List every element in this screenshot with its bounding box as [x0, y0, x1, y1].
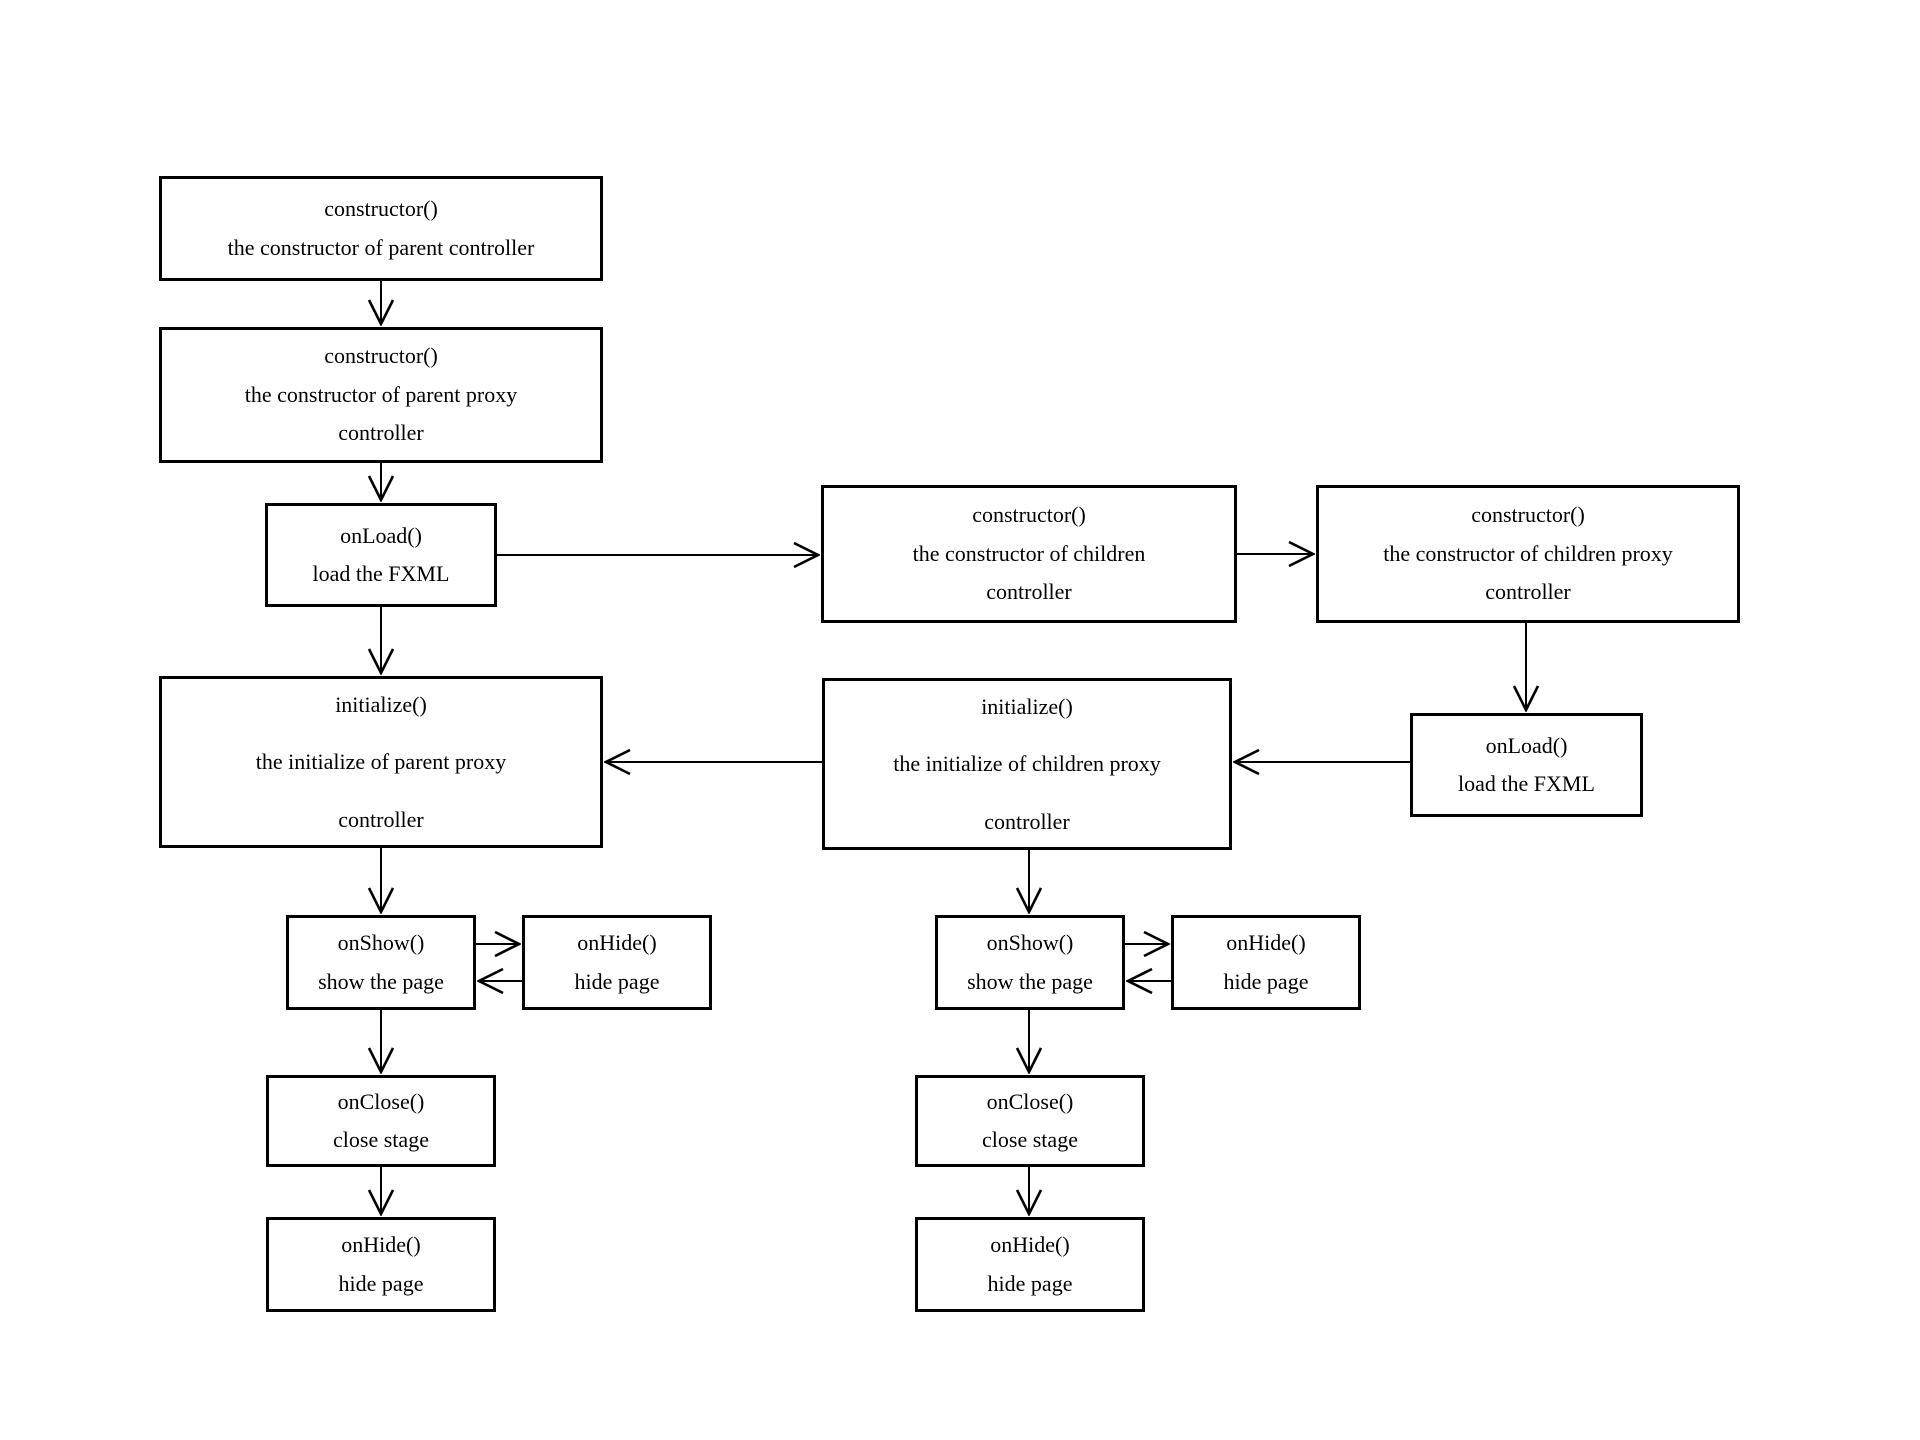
node-label: constructor() — [324, 196, 438, 221]
node-onclose-children: onClose() close stage — [915, 1075, 1145, 1167]
node-label: the constructor of children — [912, 540, 1146, 566]
node-label: onHide() — [1226, 930, 1306, 955]
node-label: onLoad() — [1485, 732, 1568, 758]
node-label: hide page — [574, 968, 660, 994]
node-label: hide page — [987, 1270, 1073, 1296]
node-constructor-parent: constructor() the constructor of parent … — [159, 176, 603, 281]
node-label: close stage — [982, 1127, 1078, 1152]
node-label: the constructor of parent controller — [227, 234, 535, 260]
node-label: load the FXML — [312, 561, 450, 586]
node-label: close stage — [333, 1127, 429, 1152]
node-label: onHide() — [577, 930, 657, 955]
node-onshow-parent: onShow() show the page — [286, 915, 476, 1010]
node-label: controller — [984, 808, 1070, 834]
node-label: initialize() — [981, 694, 1073, 720]
node-initialize-parent-proxy: initialize() the initialize of parent pr… — [159, 676, 603, 848]
node-label: onClose() — [337, 1088, 425, 1114]
node-label: onHide() — [990, 1232, 1070, 1257]
node-label: controller — [986, 579, 1072, 605]
node-onload-parent: onLoad() load the FXML — [265, 503, 497, 607]
node-label: show the page — [318, 968, 444, 994]
node-label: constructor() — [324, 343, 438, 369]
node-constructor-children-proxy: constructor() the constructor of childre… — [1316, 485, 1740, 623]
node-label: controller — [338, 806, 424, 832]
node-onshow-children: onShow() show the page — [935, 915, 1125, 1010]
node-onhide-bottom-parent: onHide() hide page — [266, 1217, 496, 1312]
node-label: hide page — [338, 1270, 424, 1296]
node-label: controller — [338, 420, 424, 446]
node-label: onHide() — [341, 1232, 421, 1257]
node-label: initialize() — [335, 692, 427, 718]
node-constructor-children: constructor() the constructor of childre… — [821, 485, 1237, 623]
node-label: constructor() — [1471, 502, 1585, 528]
node-label: the initialize of parent proxy — [255, 749, 507, 775]
node-label: the constructor of parent proxy — [244, 381, 518, 407]
node-onhide-side-parent: onHide() hide page — [522, 915, 712, 1010]
node-label: constructor() — [972, 502, 1086, 528]
node-label: controller — [1485, 579, 1571, 605]
node-onhide-side-children: onHide() hide page — [1171, 915, 1361, 1010]
node-constructor-parent-proxy: constructor() the constructor of parent … — [159, 327, 603, 463]
node-label: onClose() — [986, 1088, 1074, 1114]
node-initialize-children-proxy: initialize() the initialize of children … — [822, 678, 1232, 850]
node-label: onShow() — [337, 930, 425, 955]
node-label: load the FXML — [1458, 771, 1595, 796]
node-onload-children: onLoad() load the FXML — [1410, 713, 1643, 817]
node-label: show the page — [967, 968, 1093, 994]
node-label: hide page — [1223, 968, 1309, 994]
node-label: the constructor of children proxy — [1383, 540, 1673, 566]
node-onhide-bottom-children: onHide() hide page — [915, 1217, 1145, 1312]
node-label: onShow() — [986, 930, 1074, 955]
node-label: the initialize of children proxy — [893, 751, 1161, 777]
node-onclose-parent: onClose() close stage — [266, 1075, 496, 1167]
node-label: onLoad() — [340, 522, 422, 548]
